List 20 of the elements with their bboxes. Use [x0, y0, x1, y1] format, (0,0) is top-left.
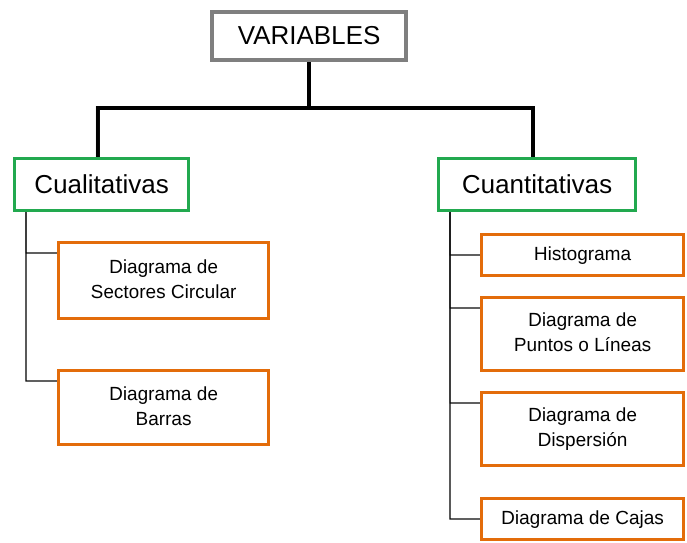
box-label: Diagrama de Sectores Circular — [90, 256, 238, 304]
box-label: Cuantitativas — [462, 168, 612, 201]
category-box — [437, 157, 637, 212]
box-label: Diagrama de Barras — [108, 382, 219, 432]
chart-type-box — [480, 233, 685, 277]
chart-type-box — [57, 241, 270, 320]
category-box — [13, 157, 190, 212]
chart-type-box — [480, 391, 685, 467]
box-label: Cualitativas — [34, 168, 169, 201]
connector-line — [449, 212, 480, 520]
box-label: Diagrama de Puntos o Líneas — [512, 309, 652, 358]
box-label: Histograma — [534, 242, 632, 267]
box-label: Diagrama de Cajas — [501, 506, 664, 531]
connector-line — [25, 212, 57, 382]
box-label: Diagrama de Dispersión — [527, 404, 638, 453]
chart-type-box — [57, 369, 270, 446]
chart-type-box — [480, 296, 685, 372]
box-label: VARIABLES — [238, 19, 380, 52]
chart-type-box — [480, 497, 685, 541]
root-box — [210, 10, 408, 62]
